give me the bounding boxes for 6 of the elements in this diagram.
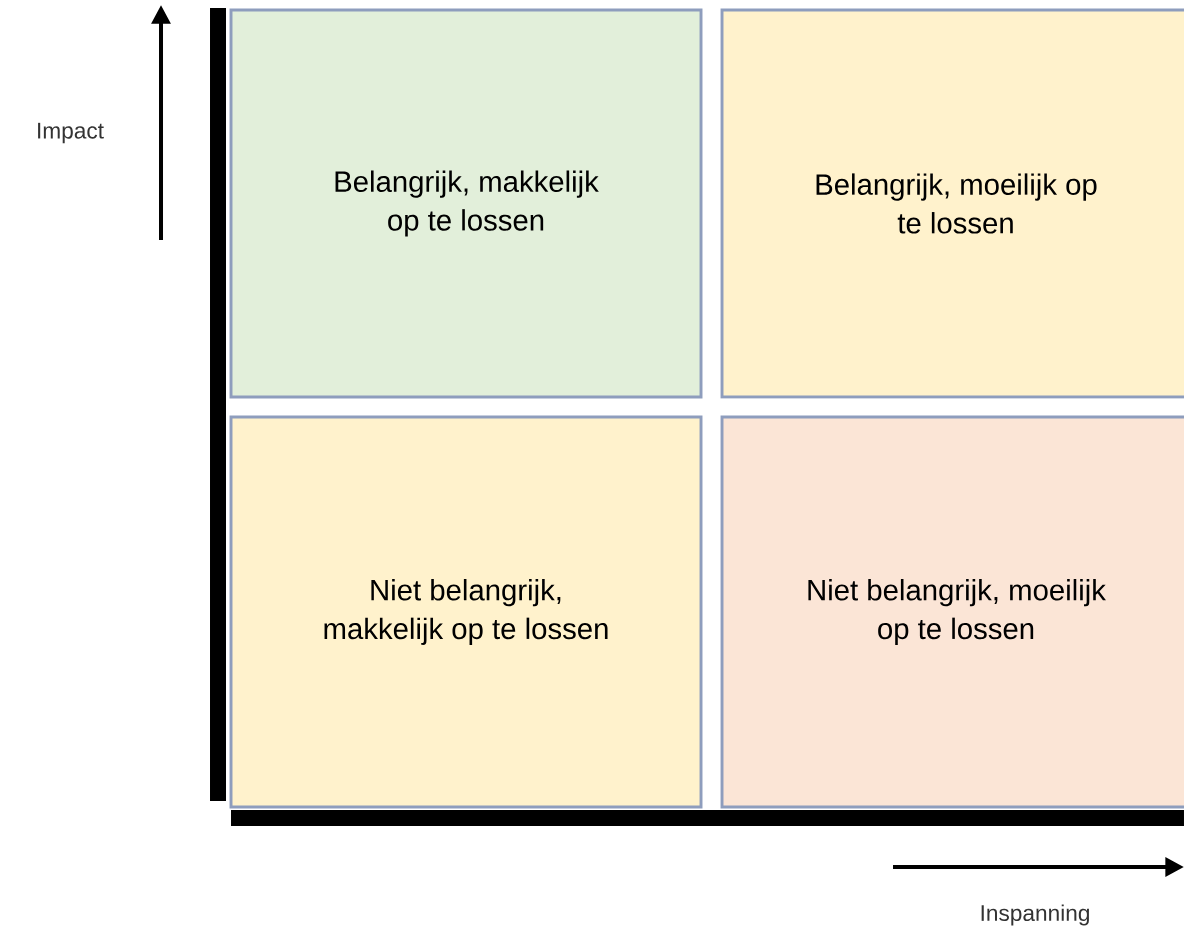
- quadrant-box: Belangrijk, moeilijk op te lossen: [720, 8, 1184, 399]
- quadrant-box: Niet belangrijk, moeilijk op te lossen: [720, 415, 1184, 809]
- quadrant-box: Belangrijk, makkelijk op te lossen: [229, 8, 703, 399]
- axis-label: Inspanning: [981, 904, 1089, 926]
- axis-label: Impact: [38, 122, 104, 144]
- quadrant-box: Niet belangrijk, makkelijk op te lossen: [229, 415, 703, 809]
